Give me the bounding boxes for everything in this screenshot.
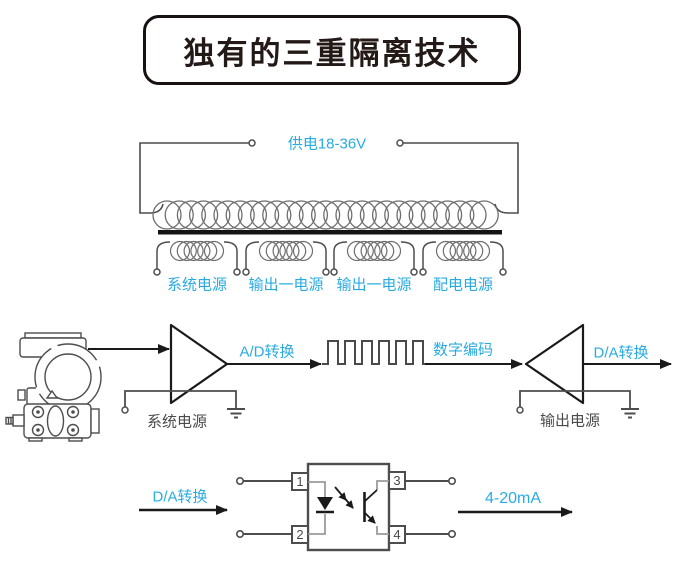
primary-winding bbox=[152, 200, 499, 230]
terminal bbox=[419, 268, 427, 276]
pin-3-number: 3 bbox=[393, 473, 401, 488]
da-conversion-label-bottom: D/A转换 bbox=[152, 488, 208, 506]
ground-icon bbox=[621, 408, 639, 419]
secondary-winding-system bbox=[153, 240, 241, 276]
da-conversion-label: D/A转换 bbox=[593, 344, 649, 362]
winding-label-output2: 输出一电源 bbox=[336, 276, 412, 294]
terminal bbox=[121, 406, 129, 414]
winding-label-output1: 输出一电源 bbox=[248, 276, 324, 294]
secondary-winding-distribution bbox=[419, 240, 507, 276]
ground-icon bbox=[227, 408, 245, 419]
terminal bbox=[447, 476, 456, 485]
pin-1-number: 1 bbox=[296, 474, 304, 489]
terminal bbox=[330, 268, 338, 276]
ad-conversion-label: A/D转换 bbox=[239, 343, 295, 361]
terminal bbox=[322, 268, 330, 276]
terminal bbox=[236, 529, 245, 538]
transformer-core-bar bbox=[158, 230, 502, 235]
opto-inner-wires bbox=[308, 480, 389, 535]
output-power-label: 输出电源 bbox=[539, 412, 601, 430]
secondary-winding-output1 bbox=[242, 240, 330, 276]
converter-stage bbox=[5, 323, 672, 442]
pin-4-number: 4 bbox=[393, 527, 401, 542]
led-symbol bbox=[316, 497, 334, 514]
isolation-transformer bbox=[139, 139, 519, 276]
terminal bbox=[236, 476, 245, 485]
system-power-connection bbox=[121, 390, 245, 419]
secondary-winding-output2 bbox=[330, 240, 418, 276]
output-current-label: 4-20mA bbox=[484, 490, 542, 507]
terminal bbox=[153, 268, 161, 276]
page-title: 独有的三重隔离技术 bbox=[143, 15, 521, 85]
optocoupler-stage bbox=[139, 462, 573, 552]
title-text: 独有的三重隔离技术 bbox=[183, 35, 481, 71]
terminal bbox=[410, 268, 418, 276]
terminal bbox=[499, 268, 507, 276]
terminal bbox=[516, 406, 524, 414]
primary-wire-right bbox=[403, 142, 519, 214]
square-wave-signal bbox=[322, 340, 426, 365]
optocoupler-body bbox=[306, 462, 391, 552]
output-power-connection bbox=[516, 390, 639, 419]
supply-voltage-label: 供电18-36V bbox=[287, 135, 367, 153]
terminal bbox=[242, 268, 250, 276]
primary-wire-left bbox=[139, 142, 249, 214]
supply-terminal-right bbox=[396, 139, 404, 147]
amplifier-triangle-input bbox=[169, 323, 229, 405]
terminal bbox=[233, 268, 241, 276]
supply-terminal-left bbox=[248, 139, 256, 147]
system-power-label: 系统电源 bbox=[146, 413, 208, 431]
winding-label-system: 系统电源 bbox=[166, 276, 228, 294]
pressure-transmitter-icon bbox=[5, 332, 102, 442]
phototransistor-symbol bbox=[363, 489, 378, 524]
winding-label-distribution: 配电电源 bbox=[432, 276, 494, 294]
light-arrows-icon bbox=[334, 486, 354, 509]
terminal bbox=[447, 529, 456, 538]
digital-encoding-label: 数字编码 bbox=[432, 341, 494, 359]
pin-2-number: 2 bbox=[296, 527, 304, 542]
